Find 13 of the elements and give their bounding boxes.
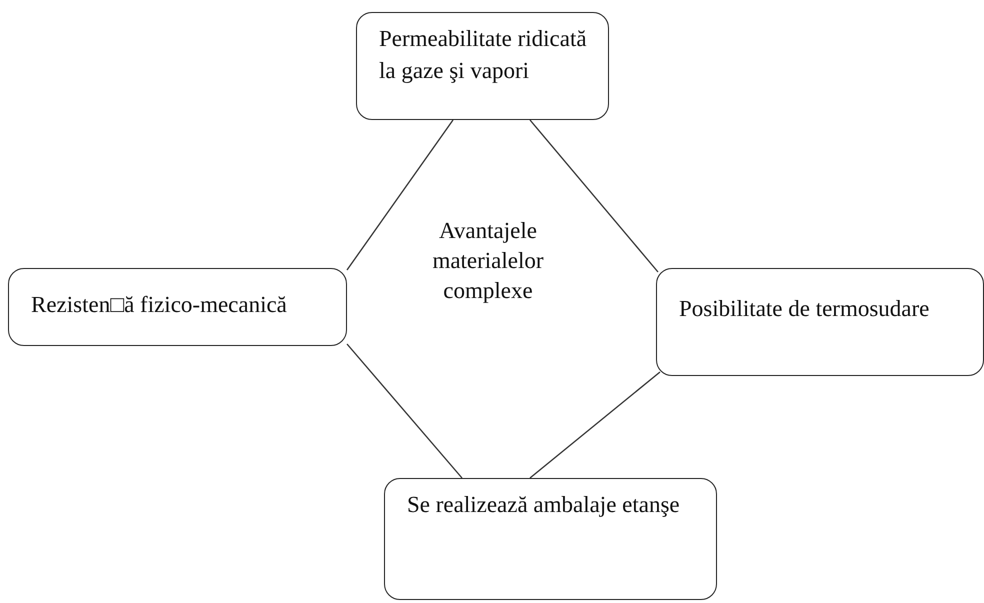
rounded-box [656,268,984,376]
box-text: Permeabilitate ridicată la gaze şi vapori [379,25,588,85]
rounded-box [356,12,609,120]
connector-line [346,120,454,270]
rounded-box [8,268,347,346]
center-label: Avantajele materialelor complexe [431,217,545,305]
box-text: Posibilitate de termosudare [679,295,930,323]
connector-line [530,120,658,272]
connector-line [346,344,462,478]
box-text: Rezisten□ă fizico-mecanică [31,291,288,319]
connector-line [530,372,660,478]
rounded-box [384,478,717,600]
box-text: Se realizează ambalaje etanşe [407,491,681,519]
